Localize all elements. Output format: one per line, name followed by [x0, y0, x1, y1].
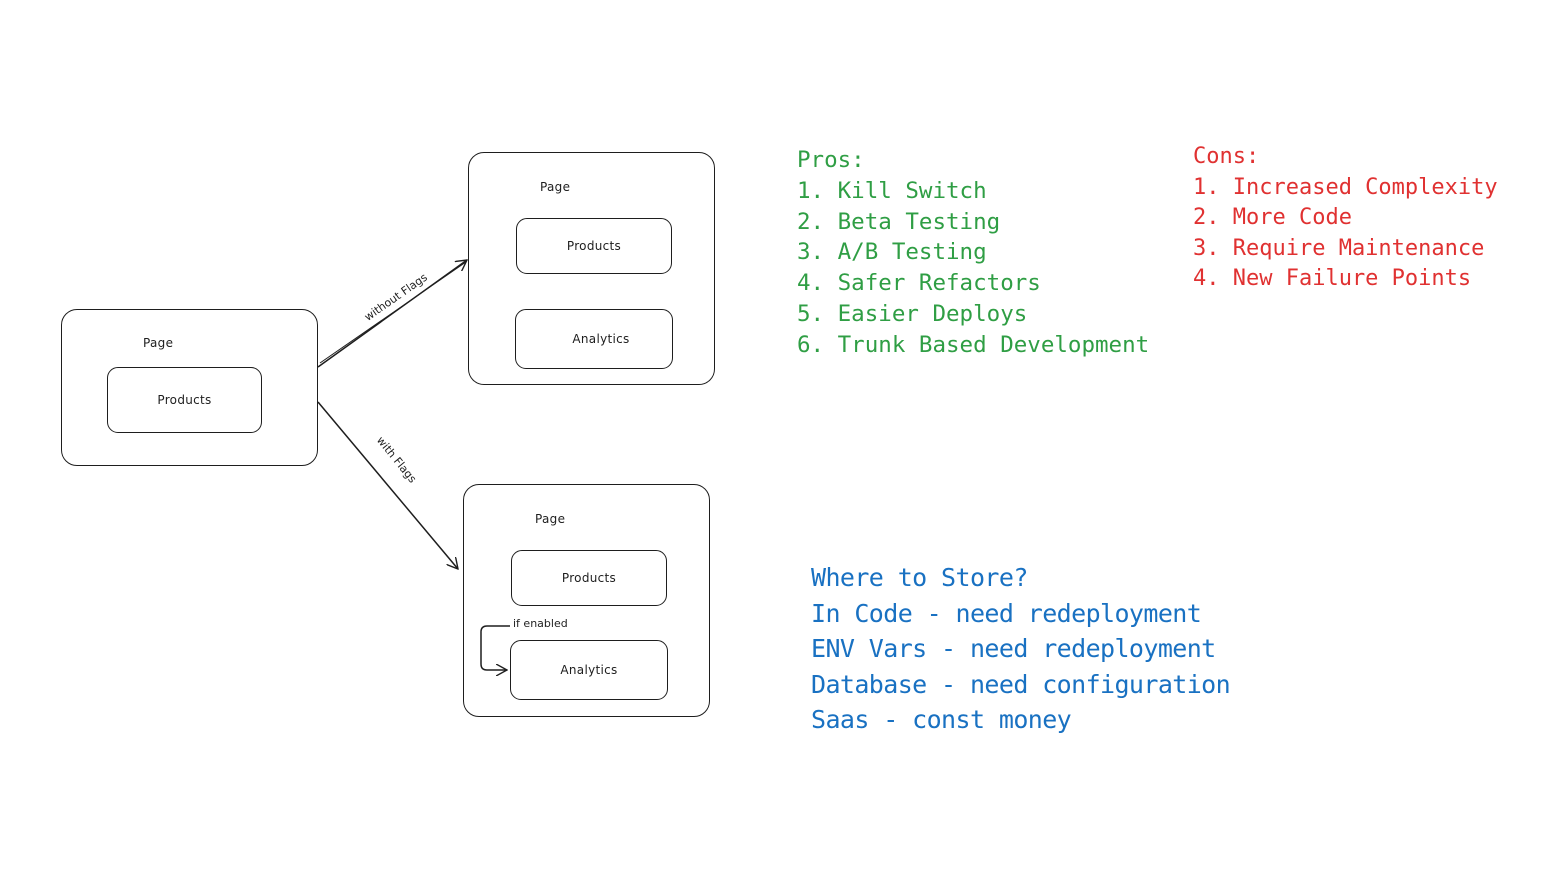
page-box-with-flags: Page Products Analytics [463, 484, 710, 717]
cons-item: 2. More Code [1193, 205, 1352, 230]
analytics-box: Analytics [510, 640, 668, 700]
arrow-without-flags-stroke-2 [319, 261, 467, 364]
pros-item: 4. Safer Refactors [797, 270, 1041, 297]
products-box: Products [107, 367, 262, 433]
storage-heading: Where to Store? [811, 563, 1028, 592]
page-box-original: Page Products [61, 309, 318, 466]
arrow-if-enabled [480, 625, 510, 670]
analytics-label: Analytics [560, 663, 618, 677]
page-box-without-flags: Page Products Analytics [468, 152, 715, 385]
storage-item: Saas - const money [811, 705, 1072, 734]
cons-item: 4. New Failure Points [1193, 266, 1472, 291]
arrow-without-flags [317, 260, 467, 368]
analytics-label: Analytics [572, 332, 630, 346]
pros-item: 3. A/B Testing [797, 239, 987, 266]
pros-item: 1. Kill Switch [797, 177, 987, 204]
storage-item: ENV Vars - need redeployment [811, 634, 1216, 663]
pros-item: 6. Trunk Based Development [797, 331, 1150, 358]
arrow-with-flags [317, 401, 458, 569]
if-enabled-label: if enabled [513, 617, 568, 630]
page-label: Page [535, 512, 566, 526]
pros-heading: Pros: [797, 147, 865, 173]
products-label: Products [157, 393, 212, 407]
analytics-box: Analytics [515, 309, 673, 369]
cons-item: 1. Increased Complexity [1193, 174, 1498, 200]
storage-item: In Code - need redeployment [811, 598, 1202, 628]
page-label: Page [143, 336, 174, 350]
products-box: Products [511, 550, 667, 606]
pros-list: Pros: 1. Kill Switch 2. Beta Testing 3. … [797, 145, 1149, 361]
storage-item: Database - need configuration [811, 669, 1231, 699]
products-label: Products [566, 239, 622, 253]
cons-heading: Cons: [1193, 144, 1260, 169]
cons-list: Cons: 1. Increased Complexity 2. More Co… [1193, 142, 1498, 295]
pros-item: 2. Beta Testing [797, 208, 1001, 235]
storage-list: Where to Store? In Code - need redeploym… [811, 560, 1231, 738]
pros-item: 5. Easier Deploys [797, 300, 1028, 327]
products-box: Products [516, 218, 672, 274]
cons-item: 3. Require Maintenance [1193, 235, 1485, 261]
products-label: Products [561, 571, 617, 585]
page-label: Page [540, 180, 571, 194]
